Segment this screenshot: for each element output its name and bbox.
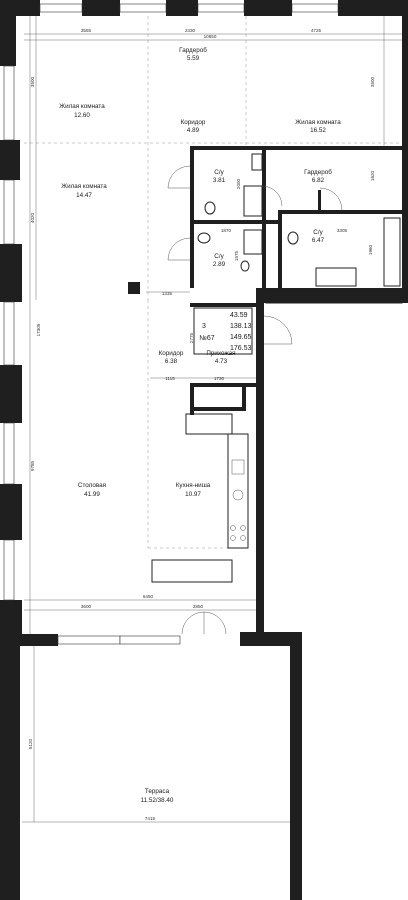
dim-bottom-2: 2850 [193, 604, 204, 609]
room-area-bath-2: 2.89 [213, 261, 226, 268]
doors [167, 165, 343, 635]
room-area-corridor-mid: 6.38 [165, 358, 178, 365]
room-name-wardrobe-2: Гардероб [304, 168, 332, 176]
room-area-living-right: 16.52 [310, 127, 326, 134]
dim-bath1-h: 2000 [236, 178, 241, 189]
room-name-living-mid: Жилая комната [61, 183, 107, 190]
dim-left-4: 9785 [30, 460, 35, 471]
room-area-wardrobe-2: 6.82 [312, 177, 325, 184]
dim-corr-w: 1335 [162, 291, 173, 296]
room-area-wardrobe-top: 5.59 [187, 55, 200, 62]
room-area-living-mid: 14.47 [76, 192, 92, 199]
room-name-bath-2: С/у [214, 253, 224, 260]
info-area-4: 176.53 [230, 345, 252, 352]
info-area-2: 138.13 [230, 323, 252, 330]
info-area-3: 149.65 [230, 334, 252, 341]
room-name-bath-3: С/у [313, 229, 323, 236]
zone-lines [24, 16, 402, 549]
room-labels: Гардероб 5.59 Жилая комната 12.60 Коридо… [59, 46, 341, 804]
dim-bath2-w: 1870 [221, 228, 232, 233]
dim-top-2: 2330 [185, 28, 196, 33]
fixtures [151, 153, 401, 583]
windows [3, 3, 339, 645]
room-area-kitchen: 10.97 [185, 491, 201, 498]
apartment-info: 3 №67 43.59 138.13 149.65 176.53 [199, 312, 251, 352]
dimension-lines [22, 16, 402, 823]
room-name-living-right: Жилая комната [295, 119, 341, 126]
room-name-kitchen: Кухня-ниша [176, 482, 211, 489]
room-area-hall: 4.73 [215, 358, 228, 365]
room-name-dining: Столовая [78, 482, 106, 489]
dim-hall-h: 2775 [189, 332, 194, 343]
dim-top-total: 10650 [204, 34, 217, 39]
dim-corr-2: 1730 [214, 376, 225, 381]
room-name-wardrobe-top: Гардероб [179, 46, 207, 54]
room-name-living-left: Жилая комната [59, 103, 105, 110]
room-area-dining: 41.99 [84, 491, 100, 498]
info-area-1: 43.59 [230, 312, 248, 319]
room-name-hall: Прихожая [206, 350, 235, 357]
dim-terrace-h: 5120 [28, 738, 33, 749]
info-rooms-count: 3 [202, 323, 206, 330]
room-area-living-left: 12.60 [74, 112, 90, 119]
partitions [190, 146, 403, 415]
dim-terrace-w: 7415 [145, 816, 156, 821]
dim-right-1: 3500 [370, 76, 375, 87]
dim-bottom-total: 6450 [143, 594, 154, 599]
dim-left-1: 3500 [30, 76, 35, 87]
dim-wardrobe2-h: 1620 [370, 170, 375, 181]
dim-corr-1: 1115 [165, 376, 175, 381]
dim-bottom-1: 3600 [81, 604, 92, 609]
dim-top-1: 3555 [81, 28, 92, 33]
dim-top-3: 4725 [311, 28, 322, 33]
dimension-labels: 3555 2330 4725 10650 3500 4020 17305 978… [28, 28, 375, 821]
room-area-bath-1: 3.81 [213, 177, 226, 184]
dim-bath3-h: 1960 [368, 244, 373, 255]
dim-bath2-h: 1575 [234, 250, 239, 261]
room-name-terrace: Терраса [145, 788, 170, 795]
dim-left-3: 17305 [36, 323, 41, 336]
room-area-bath-3: 6.47 [312, 237, 325, 244]
room-area-corridor-top: 4.89 [187, 127, 200, 134]
room-name-bath-1: С/у [214, 169, 224, 176]
room-name-corridor-mid: Коридор [159, 350, 184, 357]
info-apt-number: №67 [199, 335, 214, 342]
room-area-terrace: 11.52/38.40 [141, 797, 174, 804]
room-name-corridor-top: Коридор [181, 119, 206, 126]
dim-left-2: 4020 [30, 212, 35, 223]
dim-bath3-w: 3305 [337, 228, 348, 233]
